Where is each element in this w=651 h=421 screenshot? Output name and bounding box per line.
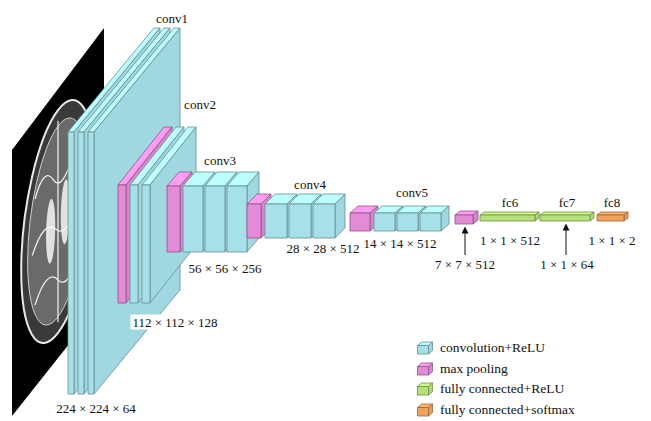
dimension-label: 112 × 112 × 128 [130, 315, 219, 330]
layer-block [597, 212, 628, 221]
layer-name: conv4 [292, 177, 328, 192]
layer-block [418, 342, 433, 354]
layer-name: conv5 [394, 185, 430, 200]
block-face [418, 366, 429, 375]
block-face [130, 185, 138, 303]
block-face [418, 387, 429, 396]
layer-block [420, 206, 449, 231]
layer-name: fc8 [602, 195, 623, 210]
layer-name: fc6 [500, 195, 521, 210]
legend-swatch [416, 341, 434, 355]
layer-name: conv1 [154, 11, 190, 26]
block-face [597, 212, 628, 215]
dimension-label: 56 × 56 × 256 [186, 261, 263, 276]
layer-block [418, 383, 433, 395]
layer-block [418, 404, 433, 416]
legend-row: max pooling [416, 359, 575, 380]
block-face [455, 215, 473, 224]
dimension-label: 224 × 224 × 64 [54, 401, 138, 416]
block-face [118, 185, 126, 303]
legend-swatch [416, 382, 434, 396]
block-face [205, 186, 225, 252]
layer-name: conv3 [202, 153, 238, 168]
layer-block [540, 212, 594, 221]
block-face [624, 212, 628, 221]
dimension-label: 7 × 7 × 512 [433, 257, 497, 272]
block-face [265, 204, 287, 238]
block-face [429, 342, 433, 354]
legend-text: max pooling [440, 361, 508, 377]
block-face [418, 346, 429, 355]
input-image [12, 28, 104, 416]
legend-row: fully connected+softmax [416, 400, 575, 421]
dimension-label: 1 × 1 × 512 [478, 233, 542, 248]
block-face [429, 404, 433, 416]
layer-block [480, 212, 539, 221]
dimension-label: 28 × 28 × 512 [284, 241, 361, 256]
block-face [289, 204, 311, 238]
layer-name: conv2 [182, 97, 218, 112]
block-face [142, 185, 150, 303]
dimension-label: 14 × 14 × 512 [361, 236, 438, 251]
block-face [429, 383, 433, 395]
block-face [68, 132, 74, 394]
block-face [335, 194, 345, 238]
block-face [350, 213, 370, 231]
legend-text: fully connected+ReLU [440, 381, 564, 397]
block-face [540, 212, 594, 215]
layer-name: fc7 [557, 195, 578, 210]
block-face [480, 215, 535, 221]
block-face [78, 132, 84, 394]
layer-block [313, 194, 345, 238]
block-face [313, 204, 335, 238]
block-face [480, 212, 539, 215]
legend-text: fully connected+softmax [440, 402, 575, 418]
block-face [590, 212, 594, 221]
block-face [473, 211, 478, 224]
block-face [88, 132, 94, 394]
legend-row: convolution+ReLU [416, 338, 575, 359]
pointer-arrow [465, 230, 466, 255]
dimension-label: 1 × 1 × 2 [586, 233, 637, 248]
block-face [167, 186, 180, 252]
block-face [374, 213, 395, 231]
block-face [183, 186, 203, 252]
layer-block [418, 363, 433, 375]
block-face [535, 212, 539, 221]
pointer-arrow [566, 227, 567, 255]
block-face [247, 204, 261, 238]
layer-block [455, 211, 478, 224]
legend-swatch [416, 362, 434, 376]
block-face [227, 186, 247, 252]
dimension-label: 1 × 1 × 64 [538, 257, 596, 272]
legend-swatch [416, 403, 434, 417]
block-face [94, 28, 180, 394]
block-face [597, 215, 624, 221]
block-face [418, 407, 429, 416]
legend-text: convolution+ReLU [440, 340, 545, 356]
legend: convolution+ReLU max pooling fully connect… [416, 338, 575, 420]
block-face [429, 363, 433, 375]
block-face [540, 215, 590, 221]
block-face [397, 213, 418, 231]
legend-row: fully connected+ReLU [416, 379, 575, 400]
block-face [420, 213, 441, 231]
block-face [441, 206, 449, 231]
